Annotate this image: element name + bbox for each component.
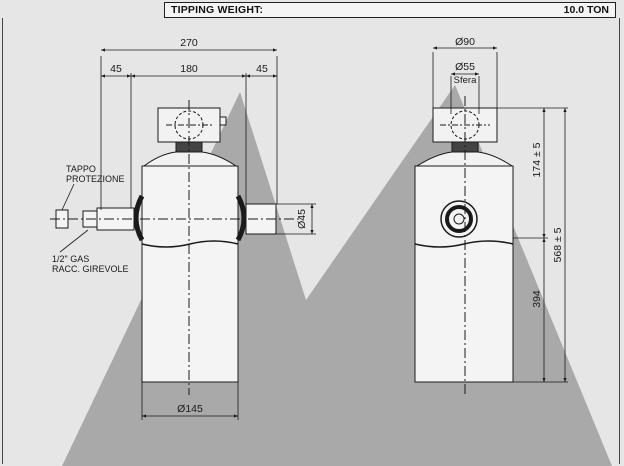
callout-gas-leader [59, 229, 89, 253]
front-view [50, 100, 300, 395]
tipping-weight-bar: TIPPING WEIGHT: 10.0 TON [164, 2, 616, 18]
callout-cap-label-1: TAPPO [66, 164, 96, 174]
front-shoulder [142, 151, 238, 167]
front-body [141, 165, 239, 383]
side-view [414, 96, 514, 395]
tipping-weight-label: TIPPING WEIGHT: [171, 4, 264, 16]
callout-gas-label-1: 1/2" GAS [52, 254, 89, 264]
dim-180-label: 180 [180, 63, 198, 75]
tipping-weight-value: 10.0 TON [563, 4, 609, 16]
callout-gas-label-2: RACC. GIREVOLE [52, 264, 129, 274]
callout-cap-label-2: PROTEZIONE [66, 174, 125, 184]
side-port-ring [445, 205, 473, 233]
side-wave [414, 240, 514, 248]
front-top-nub [219, 116, 227, 126]
side-dimension-labels: Ø90 Ø55 Sfera 174 ± 5 394 568 ± 5 [454, 36, 564, 308]
dim-body-diameter-label: Ø145 [177, 403, 203, 415]
front-collar-right [235, 194, 247, 242]
side-dimensions [432, 46, 568, 383]
dim-270-label: 270 [180, 37, 198, 49]
callout-cap-leader [61, 183, 75, 211]
side-body [414, 165, 514, 383]
front-collar-left [133, 194, 145, 242]
front-wave [141, 240, 239, 248]
side-port-inner [453, 213, 465, 225]
dim-45-left-label: 45 [110, 63, 122, 75]
dim-body-height-label: 394 [531, 290, 543, 308]
sphere-label: Sfera [454, 75, 477, 86]
dim-45-right-label: 45 [256, 63, 268, 75]
dim-port-diameter-label: Ø45 [296, 209, 308, 229]
dim-total-height-label: 568 ± 5 [552, 227, 564, 262]
dim-head-height-label: 174 ± 5 [531, 142, 543, 177]
dim-head-diameter-label: Ø90 [455, 36, 475, 48]
front-dimension-labels: 270 45 180 45 Ø45 Ø145 TAPPO PROTEZIONE … [52, 37, 308, 415]
front-dimensions [59, 48, 316, 420]
dim-sphere-diameter-label: Ø55 [455, 61, 475, 73]
drawing-frame [2, 18, 620, 464]
